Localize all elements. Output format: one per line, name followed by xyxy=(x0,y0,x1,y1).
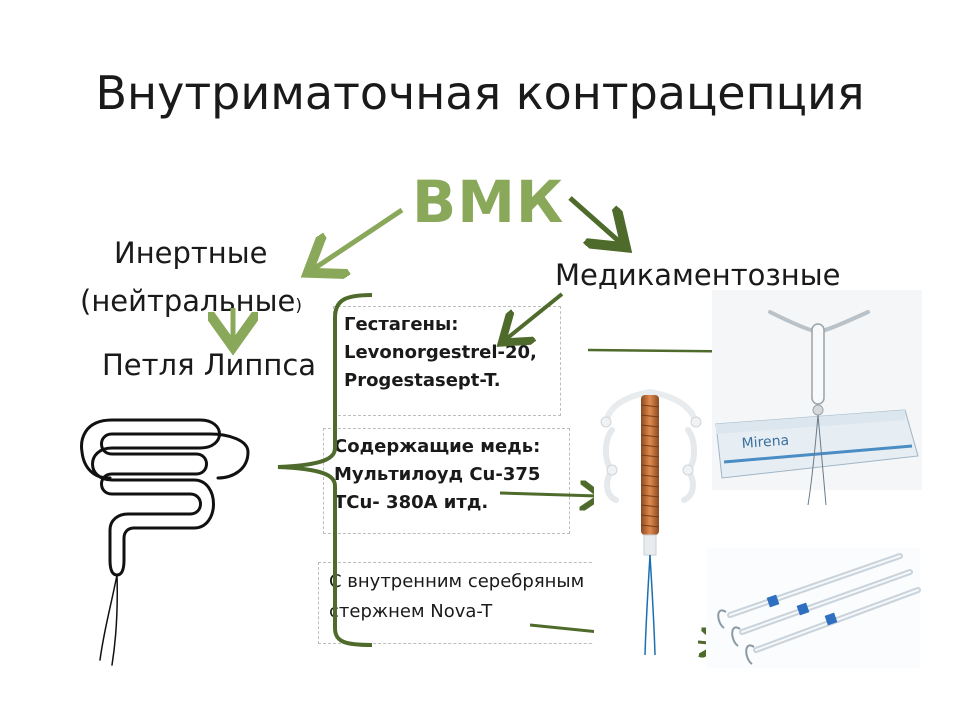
medicated-label: Медикаментозные xyxy=(555,258,841,292)
arrow-to-inert xyxy=(312,207,404,270)
arrow-copper-to-coil xyxy=(499,493,598,496)
inert-label: Инертные xyxy=(114,236,268,270)
gestagens-heading: Гестагены: xyxy=(344,314,459,335)
grouping-brace xyxy=(277,293,373,647)
silver-line-2: стержнем Nova-T xyxy=(329,601,493,622)
copper-iud-image xyxy=(594,372,702,662)
copper-heading: Содержащие медь: xyxy=(334,436,541,457)
neutral-label-paren: ) xyxy=(295,296,303,316)
copper-item-1: Мультилоуд Cu-375 xyxy=(334,464,541,485)
slide-title: Внутриматочная контрацепция xyxy=(95,66,865,120)
applicators-image xyxy=(706,548,921,668)
iud-center-label: ВМК xyxy=(412,168,565,236)
mirena-image: Mirena xyxy=(712,290,922,506)
neutral-label: (нейтральные) xyxy=(80,284,302,318)
copper-item-2: TCu- 380A итд. xyxy=(334,492,489,513)
gestagens-item-1: Levonorgestrel-20, xyxy=(344,342,537,363)
arrow-to-medicated xyxy=(568,196,622,244)
arrow-to-gestagens xyxy=(505,292,564,340)
copper-box: Содержащие медь: Мультилоуд Cu-375 TCu- … xyxy=(323,428,570,534)
neutral-label-main: (нейтральные xyxy=(80,284,296,318)
lippes-loop-image xyxy=(80,418,250,666)
gestagens-item-2: Progestasept-T. xyxy=(344,370,501,391)
silver-line-1: С внутренним серебряным xyxy=(329,571,585,592)
mirena-box-text: Mirena xyxy=(741,433,789,452)
